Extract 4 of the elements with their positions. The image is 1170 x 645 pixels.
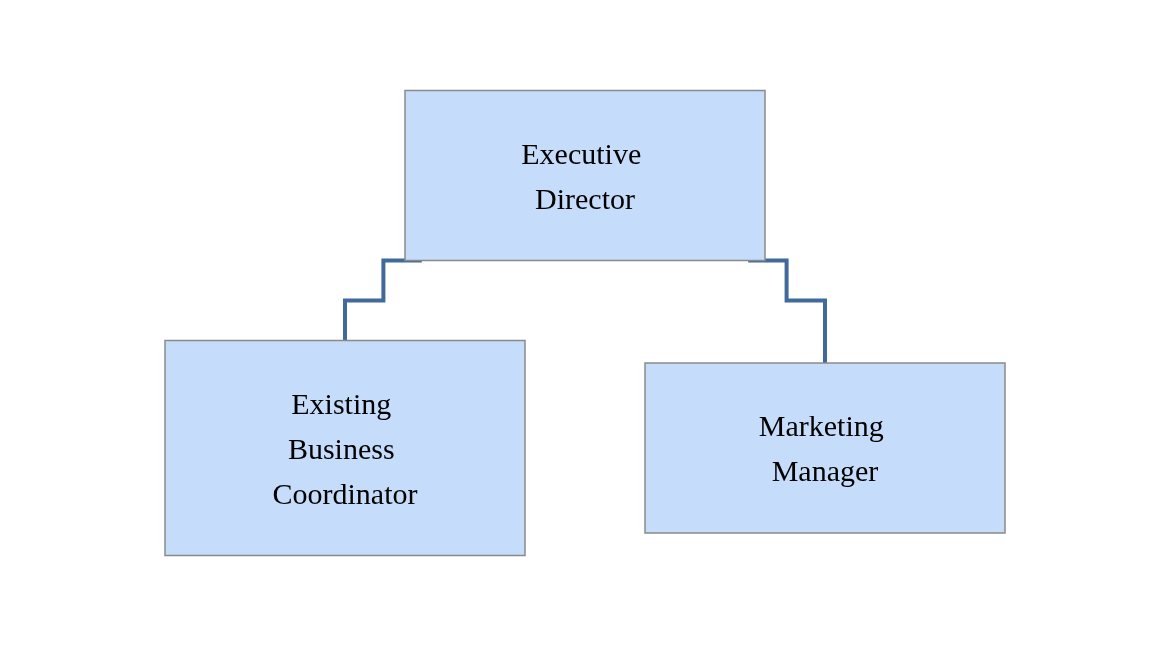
connector (343, 258, 422, 342)
node-box: Marketing Manager (644, 361, 1006, 534)
node-box: Executive Director (404, 89, 766, 261)
node-box: Existing Business Coordinator (164, 339, 526, 556)
